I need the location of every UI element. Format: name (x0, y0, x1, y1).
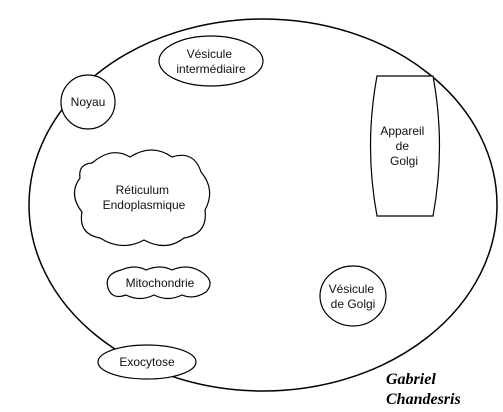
appareil-golgi-node: Appareil de Golgi (369, 75, 441, 217)
svg-text:Appareil de Golgi: Appareil de Golgi (380, 124, 427, 168)
svg-text:Vésicule intermédiaire: Vésicule intermédiaire (176, 47, 246, 76)
appareil-golgi-label-1: Appareil (380, 124, 424, 138)
vesicule-golgi-node: Vésicule de Golgi (319, 265, 387, 327)
reticulum-endoplasmique-node: Réticulum Endoplasmique (73, 149, 211, 247)
svg-text:Noyau: Noyau (71, 95, 106, 109)
mitochondrie-label: Mitochondrie (126, 276, 195, 290)
signature-line-1: Gabriel (386, 371, 436, 388)
vesicule-intermediaire-node: Vésicule intermédiaire (158, 35, 264, 87)
reticulum-label-2: Endoplasmique (103, 198, 186, 212)
appareil-golgi-label-3: Golgi (390, 154, 418, 168)
appareil-golgi-label-2: de (396, 139, 410, 153)
svg-text:Réticulum Endoplasmique: Réticulum Endoplasmique (103, 183, 186, 212)
svg-text:Exocytose: Exocytose (119, 355, 175, 369)
svg-text:Vésicule de Golgi: Vésicule de Golgi (329, 282, 378, 311)
vesicule-golgi-label-1: Vésicule (329, 282, 375, 296)
noyau-node: Noyau (60, 74, 116, 130)
svg-text:Mitochondrie: Mitochondrie (126, 276, 195, 290)
vesicule-golgi-label-2: de Golgi (331, 297, 376, 311)
signature-line-2: Chandesris (386, 391, 461, 408)
exocytose-node: Exocytose (97, 344, 197, 380)
author-signature: Gabriel Chandesris (386, 370, 501, 410)
noyau-label: Noyau (71, 95, 106, 109)
reticulum-label-1: Réticulum (116, 183, 169, 197)
mitochondrie-node: Mitochondrie (106, 266, 211, 300)
vesicule-intermediaire-label-2: intermédiaire (176, 62, 246, 76)
vesicule-intermediaire-label-1: Vésicule (187, 47, 233, 61)
exocytose-label: Exocytose (119, 355, 175, 369)
